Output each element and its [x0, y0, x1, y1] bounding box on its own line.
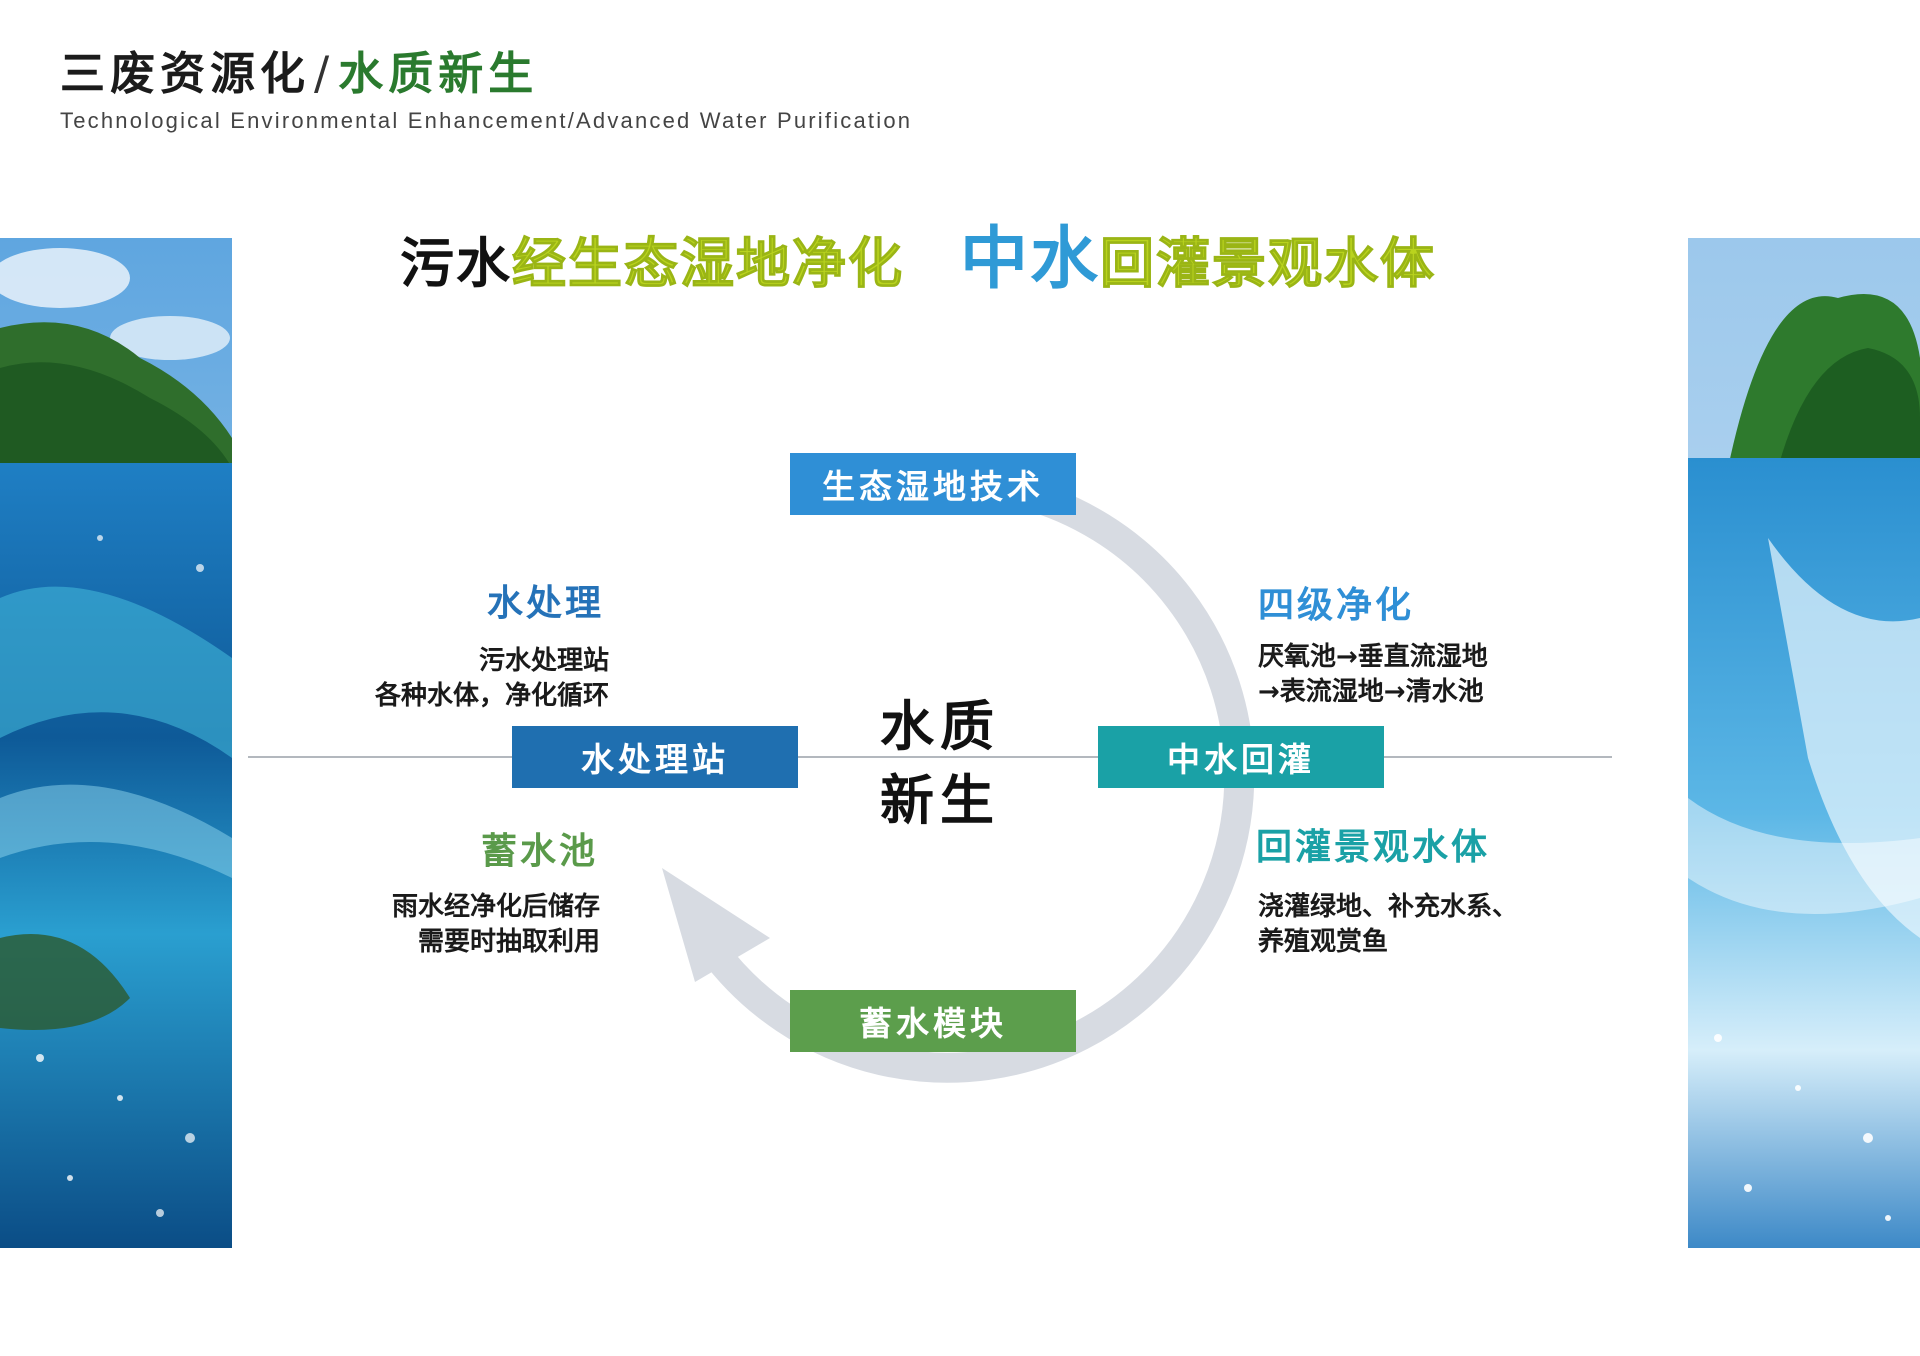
title-accent: 水质新生 — [338, 47, 539, 100]
headline-sewage: 污水 — [400, 232, 512, 295]
cycle-ring — [700, 468, 1255, 1083]
section-water-treatment-title: 水处理 — [486, 583, 604, 624]
title-separator: / — [314, 47, 335, 100]
water-photo-left — [0, 238, 232, 1248]
center-title-line2: 新生 — [880, 769, 1000, 832]
headline-wetland: 经生态湿地净化 — [512, 232, 904, 296]
title-main: 三废资源化 — [60, 47, 311, 100]
page-subtitle: Technological Environmental Enhancement/… — [60, 108, 913, 133]
node-reclaimed-water-recharge: 中水回灌 — [1098, 726, 1384, 788]
desc-line: 需要时抽取利用 — [417, 927, 600, 957]
desc-line: 雨水经净化后储存 — [391, 892, 600, 922]
desc-line: →表流湿地→清水池 — [1258, 677, 1484, 707]
page-header: 三废资源化/水质新生 Technological Environmental E… — [60, 44, 912, 134]
water-photo-right-image — [1688, 238, 1920, 1248]
node-wetland-technology: 生态湿地技术 — [790, 453, 1076, 515]
cycle-arrow-head — [662, 868, 770, 982]
section-storage-desc: 雨水经净化后储存 需要时抽取利用 — [392, 890, 600, 960]
center-title: 水质 新生 — [870, 690, 1010, 838]
node-water-storage-module: 蓄水模块 — [790, 990, 1076, 1052]
water-photo-right — [1688, 238, 1920, 1248]
section-storage-title: 蓄水池 — [480, 831, 598, 872]
page-title: 三废资源化/水质新生 — [60, 44, 912, 104]
desc-line: 污水处理站 — [478, 646, 609, 676]
desc-line: 养殖观赏鱼 — [1258, 927, 1389, 957]
headline: 污水经生态湿地净化中水回灌景观水体 — [400, 220, 1540, 304]
desc-line: 厌氧池→垂直流湿地 — [1258, 642, 1488, 672]
headline-recharge: 回灌景观水体 — [1100, 232, 1437, 296]
section-irrigation-title: 回灌景观水体 — [1256, 827, 1491, 868]
water-photo-left-image — [0, 238, 232, 1248]
headline-reclaimed-water: 中水 — [960, 220, 1101, 299]
center-title-line1: 水质 — [880, 695, 1000, 758]
desc-line: 各种水体，净化循环 — [374, 681, 609, 711]
section-four-stage-title: 四级净化 — [1258, 585, 1415, 626]
section-water-treatment-desc: 污水处理站 各种水体，净化循环 — [375, 644, 609, 714]
section-irrigation-desc: 浇灌绿地、补充水系、 养殖观赏鱼 — [1258, 890, 1518, 960]
node-water-treatment-station: 水处理站 — [512, 726, 798, 788]
section-four-stage-desc: 厌氧池→垂直流湿地 →表流湿地→清水池 — [1258, 640, 1488, 710]
desc-line: 浇灌绿地、补充水系、 — [1258, 892, 1519, 922]
